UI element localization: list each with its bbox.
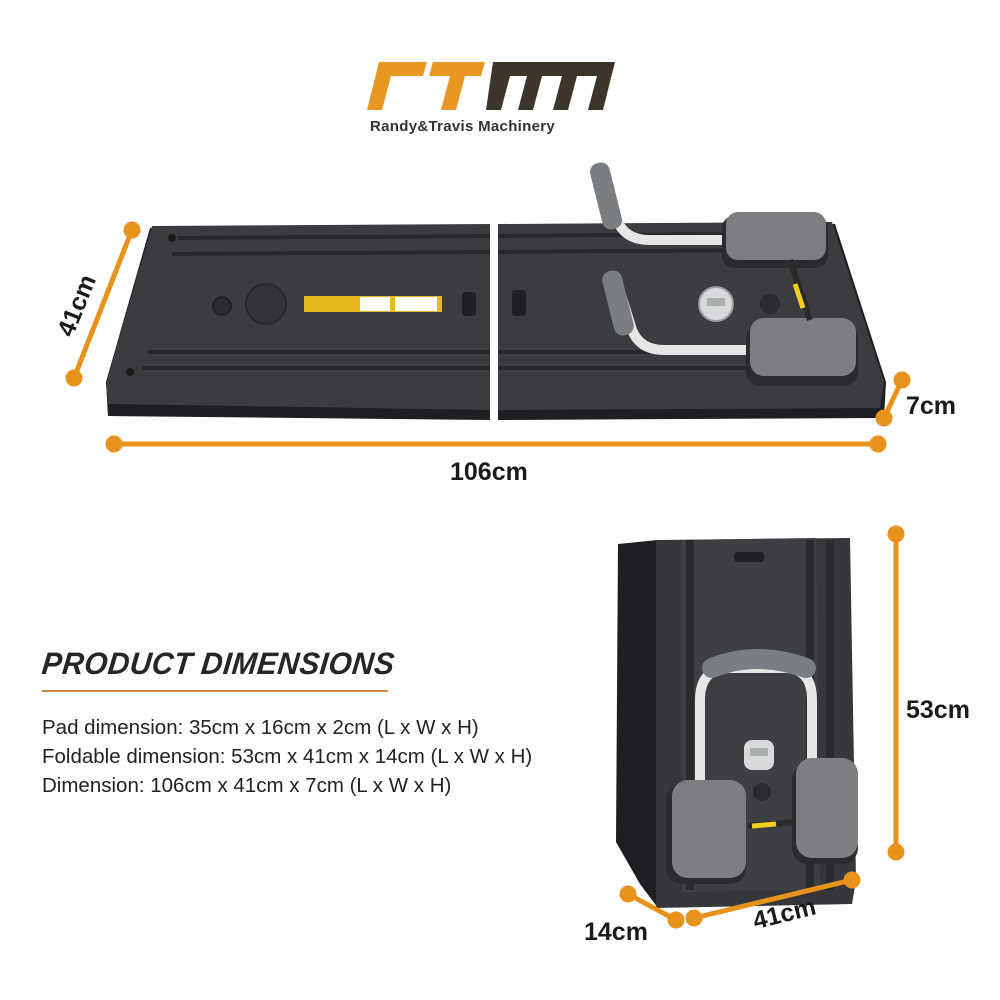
spec-line-foldable: Foldable dimension: 53cm x 41cm x 14cm (…	[42, 745, 533, 768]
specs-heading: PRODUCT DIMENSIONS	[40, 646, 397, 681]
folded-board	[616, 538, 858, 908]
spec-line-dimension: Dimension: 106cm x 41cm x 7cm (L x W x H…	[42, 774, 452, 797]
folded-height-label: 53cm	[906, 696, 970, 724]
brand-name: Randy&Travis Machinery	[370, 118, 556, 135]
specs-divider	[42, 690, 388, 692]
brand-logo-icon	[367, 62, 615, 110]
folded-depth-label: 14cm	[584, 918, 648, 946]
unfolded-height-label: 7cm	[906, 392, 957, 420]
spec-line-pad: Pad dimension: 35cm x 16cm x 2cm (L x W …	[42, 716, 479, 739]
unfolded-length-label: 106cm	[450, 458, 528, 486]
unfolded-board	[106, 162, 886, 420]
dimension-guides	[65, 221, 911, 929]
